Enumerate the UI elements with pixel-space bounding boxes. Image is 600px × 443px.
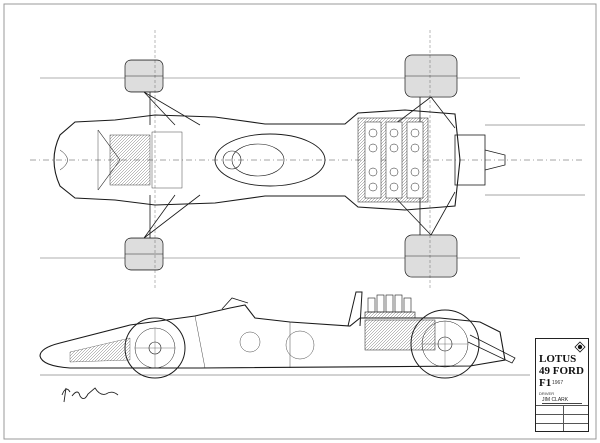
exhaust-pipe [467, 334, 516, 364]
gearbox [454, 134, 486, 186]
title-block: LOTUS 49 FORD F1 1967 DRIVER JIM CLARK [535, 338, 589, 432]
front-left-tyre [124, 59, 164, 93]
title-block-divider-vertical [563, 405, 564, 431]
driver-name: JIM CLARK [542, 397, 582, 404]
title-block-row [536, 414, 588, 415]
front-suspension [143, 91, 201, 239]
title-line-3: F1 [539, 377, 552, 389]
side-profile [39, 304, 506, 369]
title-block-row [536, 423, 588, 424]
intake-trumpets [364, 294, 416, 319]
front-right-tyre [124, 237, 164, 271]
chassis-outline [53, 109, 461, 211]
cockpit [214, 133, 326, 187]
title-block-divider [536, 405, 588, 406]
rear-left-tyre [404, 54, 458, 98]
artist-signature [61, 387, 119, 403]
steering-wheel [222, 150, 242, 170]
title-line-2: 49 FORD [539, 365, 584, 377]
rear-right-tyre [404, 234, 458, 278]
year-label: 1967 [552, 380, 564, 386]
title-line-1: LOTUS [539, 353, 577, 365]
lotus-badge-icon [574, 341, 586, 353]
driver-caption: DRIVER [539, 391, 555, 396]
roll-hoop [347, 291, 363, 327]
engine-block [357, 117, 429, 203]
windscreen [221, 297, 249, 310]
plan-view [30, 30, 585, 290]
rear-wheel-side [410, 309, 480, 379]
side-view [39, 291, 530, 379]
sheet-frame [3, 3, 597, 440]
